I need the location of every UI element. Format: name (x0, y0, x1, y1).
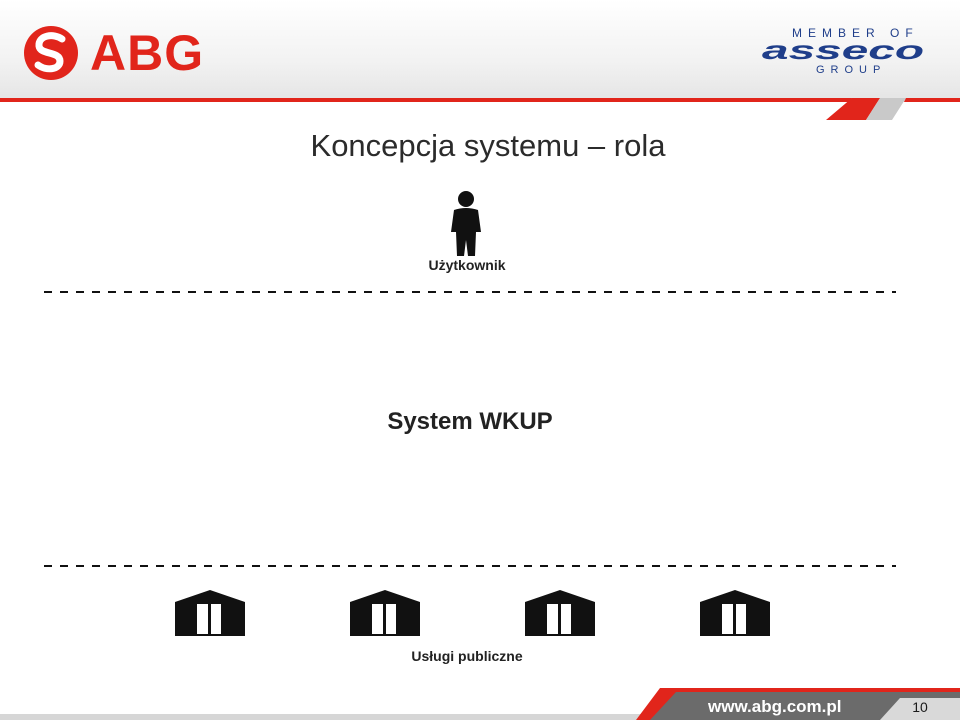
user-label: Użytkownik (428, 257, 506, 273)
header-red-band (0, 98, 960, 120)
building-icon (350, 590, 420, 636)
footer-url: www.abg.com.pl (708, 697, 842, 716)
asseco-logo: MEMBER OF asseco GROUP (760, 26, 930, 80)
asseco-member-of: MEMBER OF (792, 26, 919, 40)
dashed-separator-bottom (44, 565, 896, 567)
abg-logo-icon (24, 26, 78, 80)
dashed-separator-top (44, 291, 896, 293)
asseco-group: GROUP (816, 64, 887, 76)
building-icon (175, 590, 245, 636)
slide-title: Koncepcja systemu – rola (310, 128, 666, 163)
building-icon (700, 590, 770, 636)
services-label: Usługi publiczne (411, 648, 523, 664)
building-icon (525, 590, 595, 636)
slide-footer (0, 688, 960, 720)
page-number: 10 (912, 699, 928, 715)
slide-header: ABG MEMBER OF asseco GROUP (0, 0, 960, 102)
asseco-name: asseco (762, 40, 924, 62)
abg-logo-text: ABG (90, 25, 205, 81)
asseco-wordmark-icon: asseco (762, 40, 924, 62)
system-label: System WKUP (387, 408, 553, 435)
person-icon (451, 191, 481, 256)
